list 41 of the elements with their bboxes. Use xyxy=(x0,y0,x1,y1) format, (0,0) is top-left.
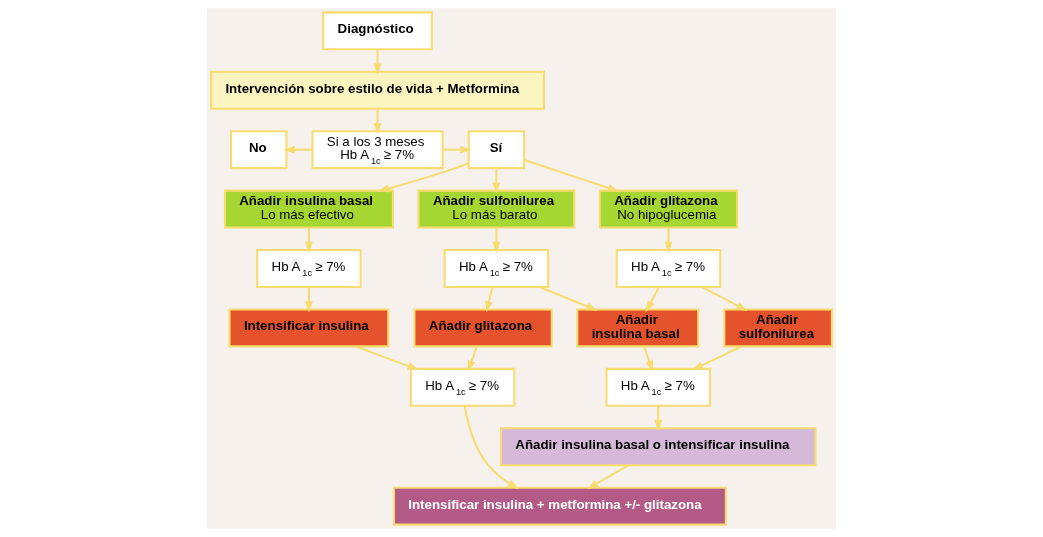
arrow xyxy=(485,286,494,313)
node-box: Sí xyxy=(467,130,526,170)
arrow xyxy=(691,345,742,371)
node-box: Hb A$_{1c}$ ≥ 7% xyxy=(605,367,712,407)
arrow xyxy=(587,464,629,490)
node-box: No xyxy=(230,130,288,170)
node-box: Hb A$_{1c}$ ≥ 7% xyxy=(409,367,516,407)
arrow xyxy=(304,287,313,313)
node-box: Intensificar insulina xyxy=(228,308,390,348)
arrow xyxy=(701,286,748,311)
arrow xyxy=(539,286,598,311)
node-box: Añadir insulina basal o intensificar insulina xyxy=(500,427,817,467)
arrow xyxy=(355,345,419,370)
node-box: Intensificar insulina + metformina +/- glitazona xyxy=(392,486,727,526)
arrow xyxy=(664,227,673,254)
arrow xyxy=(373,49,382,75)
arrow xyxy=(467,346,478,372)
arrow xyxy=(524,159,620,192)
node-box: Diagnóstico xyxy=(322,11,433,51)
arrow xyxy=(377,162,469,193)
node-box: Añadir sulfonilurea xyxy=(723,308,833,348)
arrow xyxy=(645,286,661,313)
node-box: Hb A$_{1c}$ ≥ 7% xyxy=(615,249,722,288)
arrow xyxy=(304,227,313,254)
node-box: Hb A$_{1c}$ ≥ 7% xyxy=(443,249,550,288)
node-box: Añadir insulina basal xyxy=(576,308,700,348)
node-box: Añadir insulina basal Lo más efectivo xyxy=(223,189,394,229)
arrow xyxy=(643,346,654,372)
node-box: Añadir sulfonilurea Lo más barato xyxy=(417,189,576,229)
arrow xyxy=(463,405,519,490)
node-box: Añadir glitazona No hipoglucemia xyxy=(598,189,739,229)
arrow xyxy=(373,108,382,135)
node-box: Intervención sobre estilo de vida + Metformina xyxy=(210,70,546,110)
arrow xyxy=(492,227,501,254)
node-box: Hb A$_{1c}$ ≥ 7% xyxy=(256,249,362,288)
node-box: Si a los 3 meses Hb A$_{1c}$ ≥ 7% xyxy=(311,130,444,170)
arrow xyxy=(492,168,501,194)
arrow xyxy=(283,145,313,154)
arrow xyxy=(654,405,663,432)
arrow xyxy=(443,145,472,154)
node-box: Añadir glitazona xyxy=(413,308,553,348)
